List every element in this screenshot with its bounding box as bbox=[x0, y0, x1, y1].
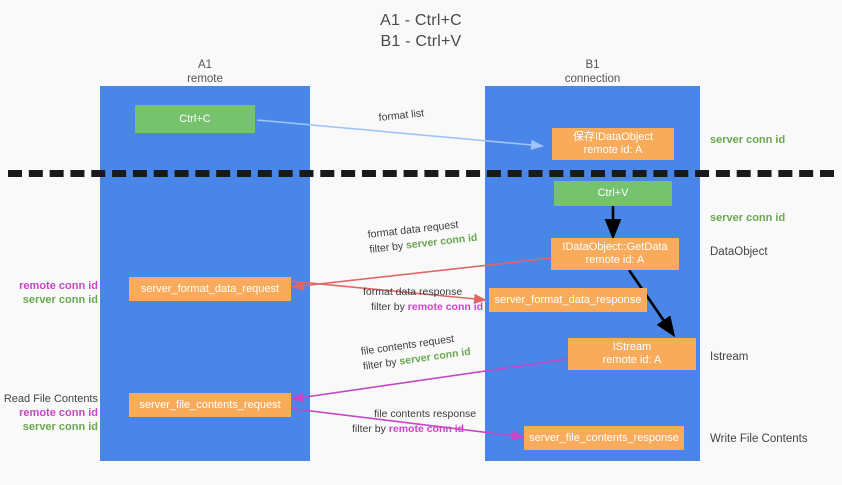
node-save-idataobject-sub: remote id: A bbox=[583, 144, 643, 156]
phase-divider bbox=[8, 170, 834, 177]
annotation-left-server-conn-id-1: server conn id bbox=[22, 294, 98, 306]
connector-getdata-to-istream bbox=[627, 269, 676, 338]
annotation-server-conn-id-mid: server conn id bbox=[710, 212, 786, 224]
connector-format-data-response bbox=[257, 277, 487, 304]
edge-label-format-data-response: format data response filter by remote co… bbox=[363, 285, 483, 315]
annotation-read-file-contents-heading: Read File Contents bbox=[3, 393, 98, 405]
title-line-1: A1 - Ctrl+C bbox=[380, 12, 462, 29]
edge-label-file-contents-response: file contents response filter by remote … bbox=[352, 407, 476, 437]
node-save-idataobject[interactable]: 保存IDataObject remote id: A bbox=[552, 128, 674, 160]
edge-label-file-contents-request-filter-prefix: filter by bbox=[362, 355, 401, 373]
connector-format-list bbox=[256, 119, 544, 151]
node-idataobject-getdata-label: IDataObject::GetData bbox=[562, 241, 668, 253]
edge-label-format-data-request-filter-prefix: filter by bbox=[368, 239, 407, 256]
annotation-left-remote-conn-id-2: remote conn id bbox=[19, 407, 98, 419]
node-idataobject-getdata[interactable]: IDataObject::GetData remote id: A bbox=[551, 238, 679, 270]
edge-label-format-data-response-filter-prefix: filter by bbox=[371, 301, 408, 313]
connector-format-data-request bbox=[291, 257, 553, 291]
node-ctrl-c-label: Ctrl+C bbox=[179, 112, 211, 125]
lane-a1-name: A1 bbox=[197, 59, 213, 71]
edge-label-file-contents-response-filter-prefix: filter by bbox=[352, 423, 389, 435]
annotation-left-read-file-contents: Read File Contents remote conn id server… bbox=[2, 392, 98, 434]
node-istream-sub: remote id: A bbox=[602, 354, 662, 366]
annotation-left-conn-ids-1: remote conn id server conn id bbox=[8, 279, 98, 307]
node-server-format-data-request[interactable]: server_format_data_request bbox=[129, 277, 291, 301]
connector-file-contents-request bbox=[291, 358, 569, 403]
edge-label-format-data-response-filter-value: remote conn id bbox=[407, 301, 484, 313]
node-istream[interactable]: IStream remote id: A bbox=[568, 338, 696, 370]
node-server-file-contents-request-label: server_file_contents_request bbox=[139, 398, 281, 411]
annotation-istream: Istream bbox=[710, 351, 749, 363]
edge-label-format-data-response-line1: format data response bbox=[363, 286, 463, 298]
node-server-format-data-response-label: server_format_data_response bbox=[494, 293, 642, 306]
annotation-server-conn-id-top: server conn id bbox=[710, 134, 786, 146]
title-line-2: B1 - Ctrl+V bbox=[380, 33, 462, 50]
lane-header-b1: B1 connection bbox=[485, 58, 700, 86]
lane-b1-name: B1 bbox=[585, 59, 600, 71]
node-server-file-contents-request[interactable]: server_file_contents_request bbox=[129, 393, 291, 417]
node-server-file-contents-response-label: server_file_contents_response bbox=[529, 431, 679, 444]
node-idataobject-getdata-sub: remote id: A bbox=[585, 254, 645, 266]
lane-a1-role: remote bbox=[187, 73, 223, 85]
edge-label-file-contents-response-filter-value: remote conn id bbox=[388, 423, 465, 435]
edge-label-file-contents-response-line1: file contents response bbox=[374, 408, 477, 420]
node-ctrl-v[interactable]: Ctrl+V bbox=[554, 181, 672, 206]
annotation-dataobject: DataObject bbox=[710, 246, 768, 258]
annotation-left-remote-conn-id-1: remote conn id bbox=[19, 280, 98, 292]
node-istream-label: IStream bbox=[612, 341, 652, 353]
diagram-title: A1 - Ctrl+C B1 - Ctrl+V bbox=[0, 10, 842, 52]
annotation-left-server-conn-id-2: server conn id bbox=[22, 421, 98, 433]
node-ctrl-c[interactable]: Ctrl+C bbox=[135, 105, 255, 133]
node-server-format-data-request-label: server_format_data_request bbox=[140, 282, 280, 295]
node-ctrl-v-label: Ctrl+V bbox=[597, 187, 629, 199]
node-server-format-data-response[interactable]: server_format_data_response bbox=[489, 288, 647, 312]
lane-header-a1: A1 remote bbox=[100, 58, 310, 86]
connector-file-contents-response bbox=[261, 404, 525, 441]
node-server-file-contents-response[interactable]: server_file_contents_response bbox=[524, 426, 684, 450]
annotation-write-file-contents: Write File Contents bbox=[710, 433, 808, 445]
lane-b1-role: connection bbox=[564, 73, 621, 85]
node-save-idataobject-label: 保存IDataObject bbox=[572, 131, 654, 143]
